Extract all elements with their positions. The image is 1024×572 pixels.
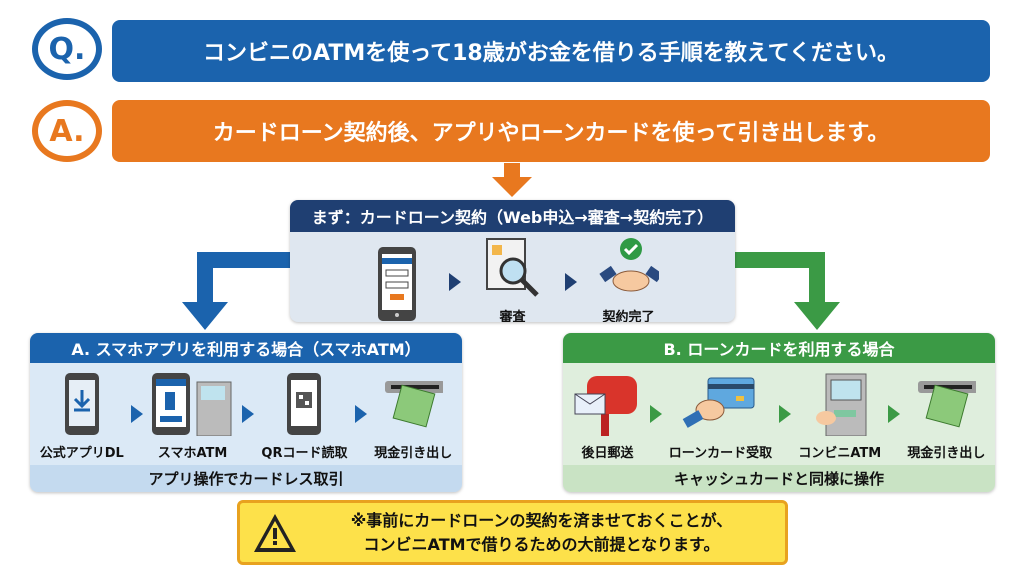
warning-line-1: ※事前にカードローンの契約を済ませておくことが、 <box>350 510 733 530</box>
branch-arrow-right-icon <box>732 252 840 330</box>
next-arrow-icon <box>779 405 792 423</box>
step-card-receive: ローンカード受取 <box>669 372 772 461</box>
question-badge: Q. <box>32 18 102 80</box>
next-arrow-icon <box>649 405 662 423</box>
step-convenience-atm: コンビニATM <box>798 372 881 461</box>
answer-mark: A. <box>49 113 85 149</box>
down-arrow-icon <box>492 163 532 197</box>
qr-code-phone-icon <box>274 372 334 436</box>
warning-box: ※事前にカードローンの契約を済ませておくことが、 コンビニATMで借りるための大… <box>237 500 788 565</box>
document-magnifier-icon <box>483 236 543 300</box>
step-review: 審査 <box>483 236 543 322</box>
next-arrow-icon <box>131 405 144 423</box>
answer-text: カードローン契約後、アプリやローンカードを使って引き出します。 <box>212 121 890 146</box>
mailbox-icon <box>573 372 643 436</box>
step-cash-withdraw-b: 現金引き出し <box>907 372 985 461</box>
next-arrow-icon <box>354 405 367 423</box>
smartphone-form-icon <box>367 245 427 322</box>
option-a-footer: アプリ操作でカードレス取引 <box>30 465 462 492</box>
next-arrow-icon <box>448 273 461 291</box>
step-web-apply <box>367 245 427 322</box>
atm-card-icon <box>810 372 870 436</box>
cash-withdraw-icon <box>916 372 977 436</box>
next-arrow-icon <box>242 405 254 423</box>
contract-title: まず：カードローン契約（Web申込→審査→契約完了） <box>290 200 735 232</box>
option-b-title: B. ローンカードを利用する場合 <box>563 333 995 363</box>
answer-badge: A. <box>32 100 102 162</box>
question-text: コンビニのATMを使って18歳がお金を借りる手順を教えてください。 <box>203 41 899 66</box>
step-cash-withdraw: 現金引き出し <box>374 372 452 461</box>
step-smartphone-atm: スマホATM <box>151 372 235 461</box>
warning-icon <box>254 513 296 552</box>
answer-bar: カードローン契約後、アプリやローンカードを使って引き出します。 <box>112 100 990 162</box>
card-in-hand-icon <box>680 372 760 436</box>
step-qr-scan: QRコード読取 <box>261 372 347 461</box>
step-contract-complete: 契約完了 <box>598 236 659 322</box>
question-bar: コンビニのATMを使って18歳がお金を借りる手順を教えてください。 <box>112 20 990 82</box>
option-a-title: A. スマホアプリを利用する場合（スマホATM） <box>30 333 462 363</box>
warning-line-2: コンビニATMで借りるための大前提となります。 <box>363 534 720 554</box>
branch-arrow-left-icon <box>182 252 292 330</box>
cash-withdraw-icon <box>383 372 444 436</box>
smartphone-atm-icon <box>151 372 235 436</box>
option-b-box: B. ローンカードを利用する場合 後日郵送 ローンカード受取 コンビニATM 現… <box>563 333 995 492</box>
step-app-download: 公式アプリDL <box>40 372 124 461</box>
contract-box: まず：カードローン契約（Web申込→審査→契約完了） 審査 契約完了 <box>290 200 735 322</box>
handshake-check-icon <box>598 236 659 300</box>
next-arrow-icon <box>564 273 577 291</box>
option-a-box: A. スマホアプリを利用する場合（スマホATM） 公式アプリDL スマホATM … <box>30 333 462 492</box>
app-download-icon <box>52 372 112 436</box>
option-b-footer: キャッシュカードと同様に操作 <box>563 465 995 492</box>
step-mail-delivery: 後日郵送 <box>573 372 643 461</box>
question-mark: Q. <box>48 31 86 67</box>
next-arrow-icon <box>888 405 901 423</box>
